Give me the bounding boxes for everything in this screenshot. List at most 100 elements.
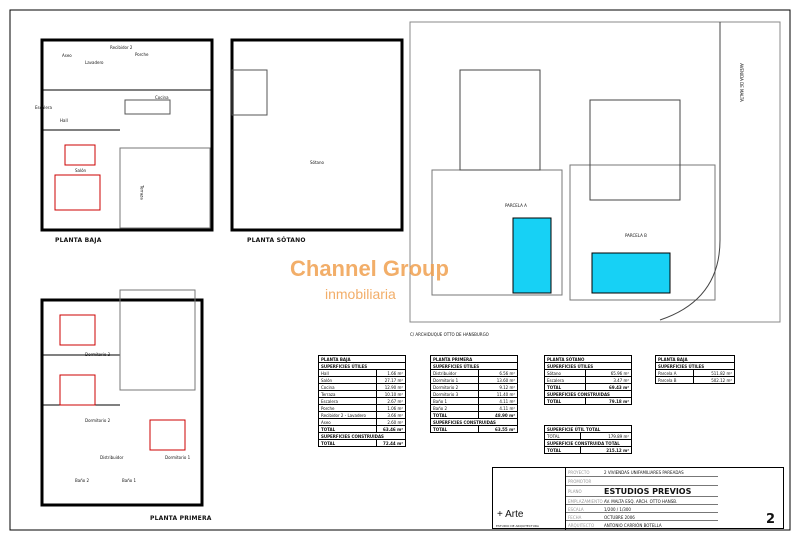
room-label: Salón (75, 168, 87, 173)
table-cell: Porche (318, 404, 377, 412)
table-cell: Baño 2 (430, 404, 479, 412)
table-cell: 179.89 m² (579, 432, 633, 440)
table-cell: Cocina (318, 383, 377, 391)
room-label: Porche (135, 52, 149, 57)
table-cell: Distribuidor (430, 369, 479, 377)
table-row: SUPERFICIES ÚTILES (655, 362, 735, 370)
table-cell: SUPERFICIES CONSTRUIDAS (544, 390, 632, 398)
title-block-key: PROYECTO (568, 470, 590, 475)
title-block-value: 1/200 / 1/300 (604, 507, 631, 512)
table-cell: 4.11 m² (477, 404, 519, 412)
room-label: Distribuidor (100, 455, 124, 460)
table-cell: 69.43 m² (584, 383, 633, 391)
table-cell: TOTAL (318, 439, 377, 447)
table-row: PLANTA BAJA (318, 355, 406, 363)
table-cell: 6.56 m² (477, 369, 519, 377)
table-cell: PLANTA BAJA (655, 355, 735, 363)
room-label: Terraza (139, 185, 145, 200)
title-block-value: 2 VIVIENDAS UNIFAMILIARES PAREADAS (604, 470, 684, 475)
table-cell: 4.11 m² (477, 397, 519, 405)
table-row: SUPERFICIES ÚTILES (544, 362, 632, 370)
table-cell: SUPERFICIES ÚTILES (318, 362, 406, 370)
street-label: C/ ARCHIDUQUE OTTO DE HANSBURGO (410, 332, 489, 337)
table-cell: 2.60 m² (376, 418, 406, 426)
table-cell: 79.18 m² (584, 397, 633, 405)
room-label: Hall (60, 118, 68, 123)
sheet-number: 2 (765, 512, 775, 527)
title-block-key: ARQUITECTO (568, 523, 595, 528)
table-cell: 13.60 m² (477, 376, 519, 384)
table-cell: TOTAL (544, 432, 581, 440)
table-cell: TOTAL (544, 383, 586, 391)
first-floor-title: PLANTA PRIMERA (150, 515, 212, 522)
table-cell: PLANTA SÓTANO (544, 355, 632, 363)
table-cell: Terraza (318, 390, 377, 398)
table-cell: 72.44 m² (376, 439, 406, 447)
table-row: SUPERFICIES ÚTILES (430, 362, 518, 370)
parcel-b-label: PARCELA B (625, 233, 647, 238)
table-cell: Hall (318, 369, 377, 377)
table-cell: TOTAL (430, 425, 479, 433)
table-cell: TOTAL (430, 411, 479, 419)
watermark-brand: Channel Group (290, 256, 449, 281)
table-cell: 2.67 m² (376, 397, 406, 405)
table-cell: Dormitorio 3 (430, 390, 479, 398)
watermark-sub: inmobiliaria (325, 286, 396, 302)
basement-plan (230, 38, 404, 232)
room-label: Escalera (35, 105, 52, 110)
table-cell: 9.12 m² (477, 383, 519, 391)
table-cell: Aseo (318, 418, 377, 426)
table-cell: SUPERFICIE CONSTRUIDA TOTAL (544, 439, 632, 447)
basement-title: PLANTA SÓTANO (247, 237, 306, 244)
table-row: SUPERFICIE ÚTIL TOTAL (544, 425, 632, 433)
table-cell: Baño 1 (430, 397, 479, 405)
parcel-a-label: PARCELA A (505, 203, 527, 208)
room-label: Recibidor 2 (110, 45, 133, 50)
studio-logo: + Arte (497, 509, 524, 520)
table-row: PLANTA PRIMERA (430, 355, 518, 363)
table-cell: TOTAL (544, 397, 586, 405)
table-cell: 12.90 m² (376, 383, 406, 391)
table-cell: SUPERFICIE ÚTIL TOTAL (544, 425, 632, 433)
table-cell: TOTAL (318, 425, 377, 433)
table-row: SUPERFICIE CONSTRUIDA TOTAL (544, 439, 632, 447)
table-row: SUPERFICIES ÚTILES (318, 362, 406, 370)
table-cell: 502.12 m² (692, 376, 736, 384)
table-row: SUPERFICIES CONSTRUIDAS (318, 432, 406, 440)
room-label: Baño 1 (122, 478, 136, 483)
title-block-key: PROMOTOR (568, 479, 592, 484)
title-block-value: OCTUBRE 2006 (604, 515, 635, 520)
room-label: Cocina (155, 95, 169, 100)
table-cell: 1.06 m² (376, 404, 406, 412)
table-cell: Parcela B (655, 376, 694, 384)
table-cell: Escalera (318, 397, 377, 405)
table-cell: 511.82 m² (692, 369, 736, 377)
room-label: Dormitorio 3 (85, 352, 111, 357)
table-row: SUPERFICIES CONSTRUIDAS (430, 418, 518, 426)
table-cell: Dormitorio 1 (430, 376, 479, 384)
title-block-row: PROMOTOR (566, 477, 718, 486)
room-label: Baño 2 (75, 478, 89, 483)
room-label: Dormitorio 1 (165, 455, 191, 460)
